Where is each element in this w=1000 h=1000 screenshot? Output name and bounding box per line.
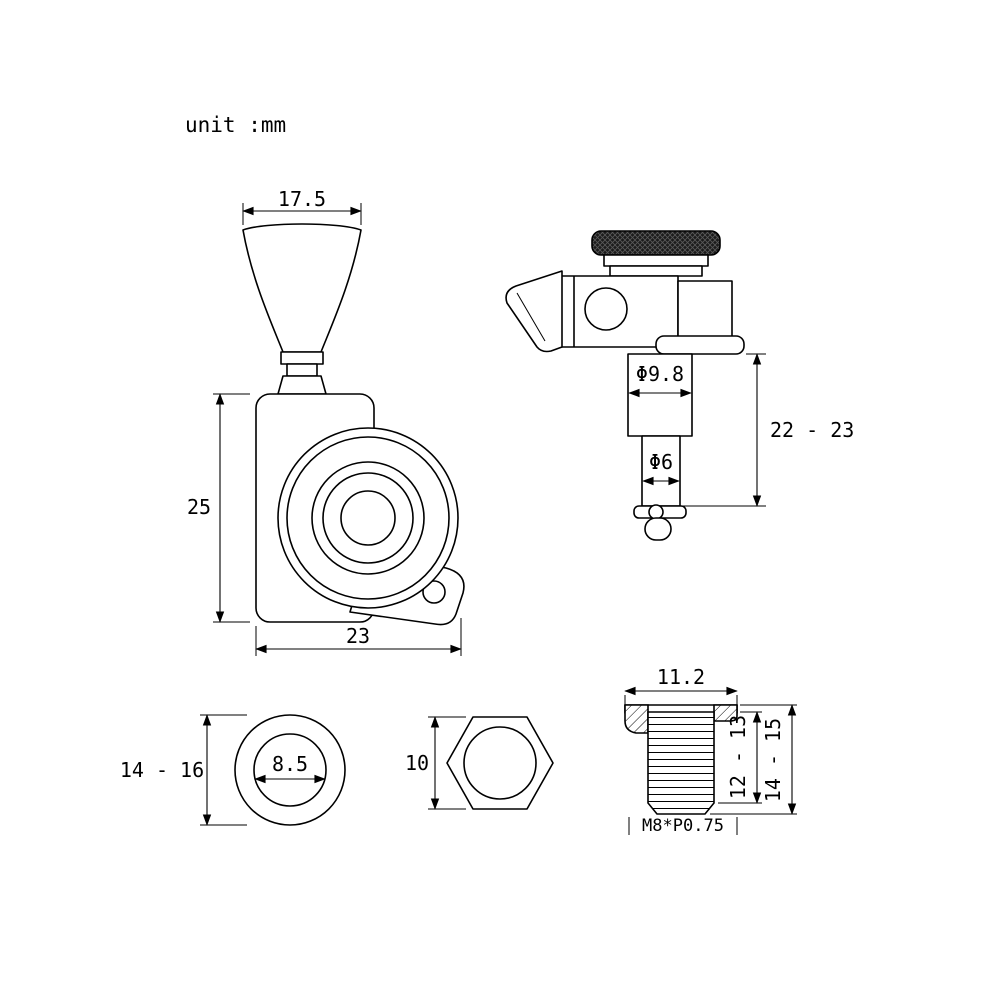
dim-nut-thickness-label: 10 — [405, 751, 429, 775]
bushing-thread-spec-label: M8*P0.75 — [642, 816, 724, 836]
dim-string-post-diameter: Φ6 — [642, 450, 680, 486]
bushing-lip-right — [713, 704, 738, 722]
knob-collar-2 — [609, 265, 703, 277]
knob-collar-1 — [603, 254, 709, 267]
dim-button-width-label: 17.5 — [278, 187, 326, 211]
housing-bearing-circle — [584, 287, 628, 331]
dim-washer-inner-label: 8.5 — [272, 752, 308, 776]
dim-post-length: 22 - 23 — [682, 353, 854, 507]
dim-housing-width-label: 23 — [346, 624, 370, 648]
gear-boss-ring-2 — [311, 461, 425, 575]
post-small — [641, 435, 681, 507]
hex-nut-view: 10 — [405, 716, 554, 810]
housing-right-block — [677, 280, 733, 340]
button-collar-1 — [280, 351, 324, 365]
string-hole — [648, 504, 664, 520]
knurled-knob — [591, 230, 721, 256]
dim-post-diameter-label: Φ9.8 — [636, 362, 684, 386]
mounting-screw-hole — [422, 580, 446, 604]
button-collar-2 — [286, 363, 318, 377]
gear-boss-outer — [277, 427, 459, 609]
dim-bushing-thread-length-label: 12 - 13 — [726, 715, 750, 799]
base-flange — [655, 335, 745, 355]
dim-bushing-total-length: 14 - 15 — [710, 704, 797, 815]
tuner-side-view: Φ9.8 Φ6 22 - 23 — [505, 230, 854, 541]
button-side-edge — [516, 292, 546, 342]
dim-bushing-flange-label: 11.2 — [657, 665, 705, 689]
button-side-wedge — [505, 270, 563, 353]
bushing-thread-spec: M8*P0.75 — [628, 816, 738, 836]
gear-boss-ring-1 — [286, 436, 450, 600]
dim-post-diameter: Φ9.8 — [628, 362, 692, 398]
dim-string-post-diameter-label: Φ6 — [649, 450, 673, 474]
bushing-lip-left — [624, 704, 649, 734]
dim-washer-inner: 8.5 — [254, 752, 326, 784]
dim-washer-outer: 14 - 16 — [120, 714, 247, 826]
dim-bushing-flange: 11.2 — [624, 665, 738, 706]
hex-nut-bore — [463, 726, 537, 800]
bushing-view: 11.2 12 - 13 14 - 15 — [624, 665, 797, 836]
dim-housing-height-label: 25 — [187, 495, 211, 519]
dim-housing-width: 23 — [255, 618, 462, 656]
dim-housing-height: 25 — [187, 393, 250, 623]
button-stem — [277, 375, 327, 395]
dim-post-length-label: 22 - 23 — [770, 418, 854, 442]
washer-view: 14 - 16 8.5 — [120, 714, 346, 826]
gear-boss-center — [340, 490, 396, 546]
post-tip — [644, 517, 672, 541]
dim-bushing-total-length-label: 14 - 15 — [761, 718, 785, 802]
dim-nut-thickness: 10 — [405, 716, 466, 810]
bushing-threaded-body — [647, 711, 715, 815]
unit-label: unit :mm — [185, 113, 286, 137]
dim-bushing-thread-length: 12 - 13 — [718, 711, 762, 804]
dim-washer-outer-label: 14 - 16 — [120, 758, 204, 782]
gear-boss-ring-3 — [322, 472, 414, 564]
tuner-button-shape — [242, 223, 362, 353]
washer-inner-circle — [253, 733, 327, 807]
dim-button-width: 17.5 — [242, 187, 362, 225]
tuner-front-view: 17.5 25 23 — [187, 187, 465, 656]
